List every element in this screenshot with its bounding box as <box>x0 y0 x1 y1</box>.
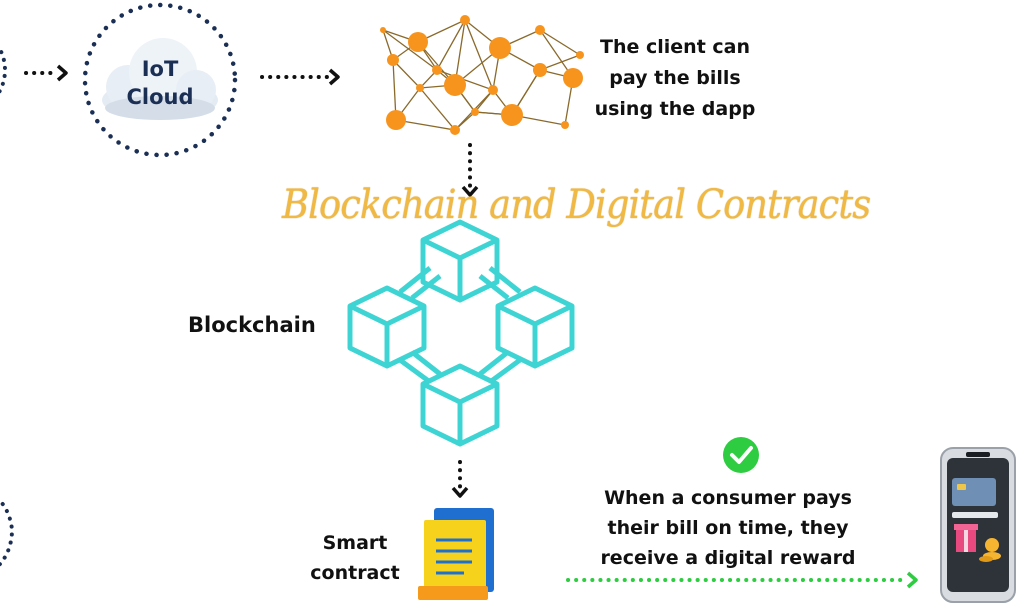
smart-contract-label-line: contract <box>310 562 400 584</box>
watermark-title: Blockchain and Digital Contracts <box>282 182 871 228</box>
reward-caption-line: receive a digital reward <box>600 547 856 569</box>
smartphone-wallet-icon <box>940 447 1016 603</box>
cube-top <box>420 219 500 303</box>
iot-cloud-label-line1: IoT <box>141 57 179 81</box>
partial-node-bottom-left <box>0 497 15 567</box>
check-circle-icon <box>723 437 759 473</box>
smart-contract-label-line: Smart <box>322 532 388 554</box>
arrow-to-phone <box>566 571 918 589</box>
partial-node-top-left <box>0 45 8 95</box>
arrow-to-cloud <box>24 64 68 82</box>
reward-caption-line: When a consumer pays <box>604 487 852 509</box>
cloud-icon <box>102 38 218 120</box>
network-nodes <box>380 15 584 135</box>
iot-cloud-node <box>82 2 238 158</box>
cube-left <box>347 285 427 369</box>
blockchain-cubes-icon <box>347 219 575 447</box>
arrow-to-network <box>260 68 340 86</box>
reward-caption-line: their bill on time, they <box>607 517 849 539</box>
iot-cloud-label-line2: Cloud <box>126 85 194 109</box>
dapp-caption-line: using the dapp <box>594 98 756 120</box>
reward-caption: When a consumer pays their bill on time,… <box>578 483 878 573</box>
smart-contract-label: Smart contract <box>300 528 410 588</box>
dapp-caption-line: The client can <box>600 36 750 58</box>
arrow-to-blockchain <box>461 143 479 197</box>
dapp-caption-line: pay the bills <box>609 67 741 89</box>
arrow-to-contract <box>451 460 469 498</box>
cube-bottom <box>420 363 500 447</box>
cube-right <box>495 285 575 369</box>
document-icon <box>418 508 494 600</box>
iot-cloud-label: IoT Cloud <box>120 55 200 111</box>
dapp-caption: The client can pay the bills using the d… <box>575 32 775 125</box>
blockchain-label: Blockchain <box>188 313 316 337</box>
